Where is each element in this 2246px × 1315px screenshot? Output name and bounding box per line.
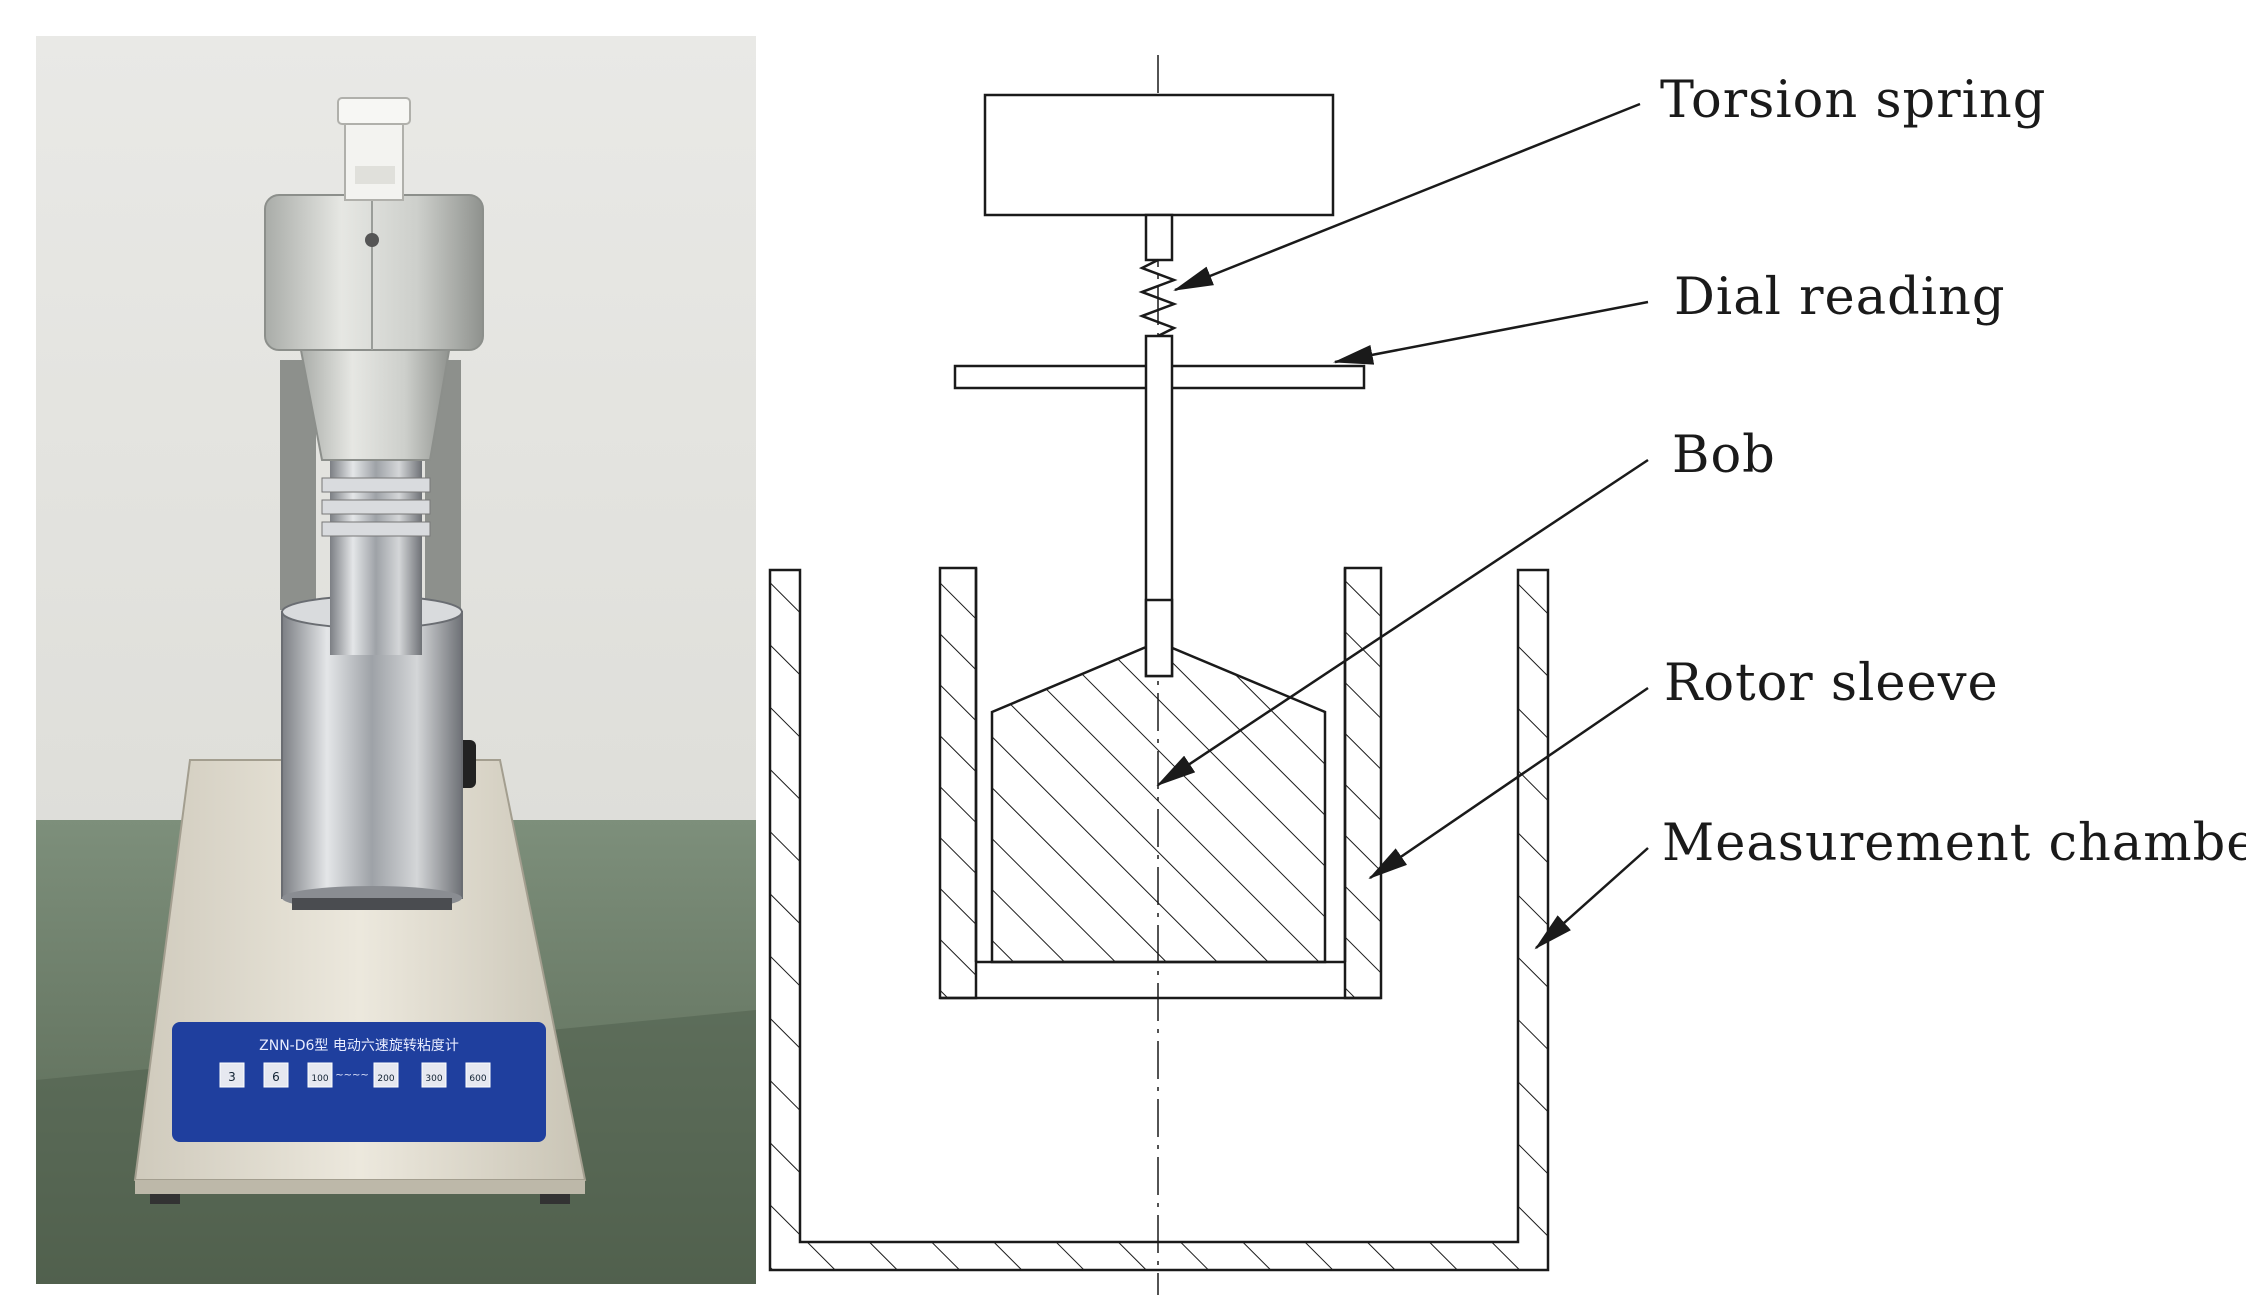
spindle-rings xyxy=(321,477,431,537)
label-bob: Bob xyxy=(1672,426,1776,485)
speed-button-100: 100 xyxy=(311,1074,328,1084)
schematic-labels: Torsion spring Dial reading Bob Rotor sl… xyxy=(1660,71,2246,873)
control-panel: ZNN-D6型 电动六速旋转粘度计 3 6 100 ~~~~ 200 300 6… xyxy=(172,1022,546,1142)
label-measurement-chamber: Measurement chamber xyxy=(1662,814,2246,873)
speed-button-3: 3 xyxy=(228,1070,236,1084)
dial-reading-leader xyxy=(1333,300,1649,365)
speed-button-600: 600 xyxy=(469,1074,486,1084)
head-housing xyxy=(264,194,484,461)
motor-housing xyxy=(983,93,1335,217)
panel-text: ZNN-D6型 电动六速旋转粘度计 xyxy=(259,1038,459,1054)
speed-button-6: 6 xyxy=(272,1070,280,1084)
speed-button-300: 300 xyxy=(425,1074,442,1084)
viscometer-photo: ZNN-D6型 电动六速旋转粘度计 3 6 100 ~~~~ 200 300 6… xyxy=(36,36,756,1284)
bob xyxy=(990,640,1327,964)
torsion-spring xyxy=(1138,258,1178,338)
label-torsion-spring: Torsion spring xyxy=(1660,71,2046,130)
shaft-tip xyxy=(1144,598,1174,678)
button-separator: ~~~~ xyxy=(335,1070,369,1081)
rotor-sleeve-leader xyxy=(1368,686,1649,880)
bob-leader xyxy=(1156,458,1649,787)
speed-button-200: 200 xyxy=(377,1074,394,1084)
speed-buttons: 3 6 100 ~~~~ 200 300 600 xyxy=(219,1062,491,1088)
viscometer-schematic xyxy=(768,55,1649,1295)
torsion-spring-leader xyxy=(1173,102,1641,292)
measurement-chamber xyxy=(768,568,1550,1272)
upper-shaft xyxy=(1144,213,1174,262)
top-cap xyxy=(337,97,411,201)
measurement-chamber-leader xyxy=(1534,847,1649,950)
label-dial-reading: Dial reading xyxy=(1674,268,2006,327)
label-rotor-sleeve: Rotor sleeve xyxy=(1664,654,1999,713)
rotor-sleeve xyxy=(938,566,1383,1000)
